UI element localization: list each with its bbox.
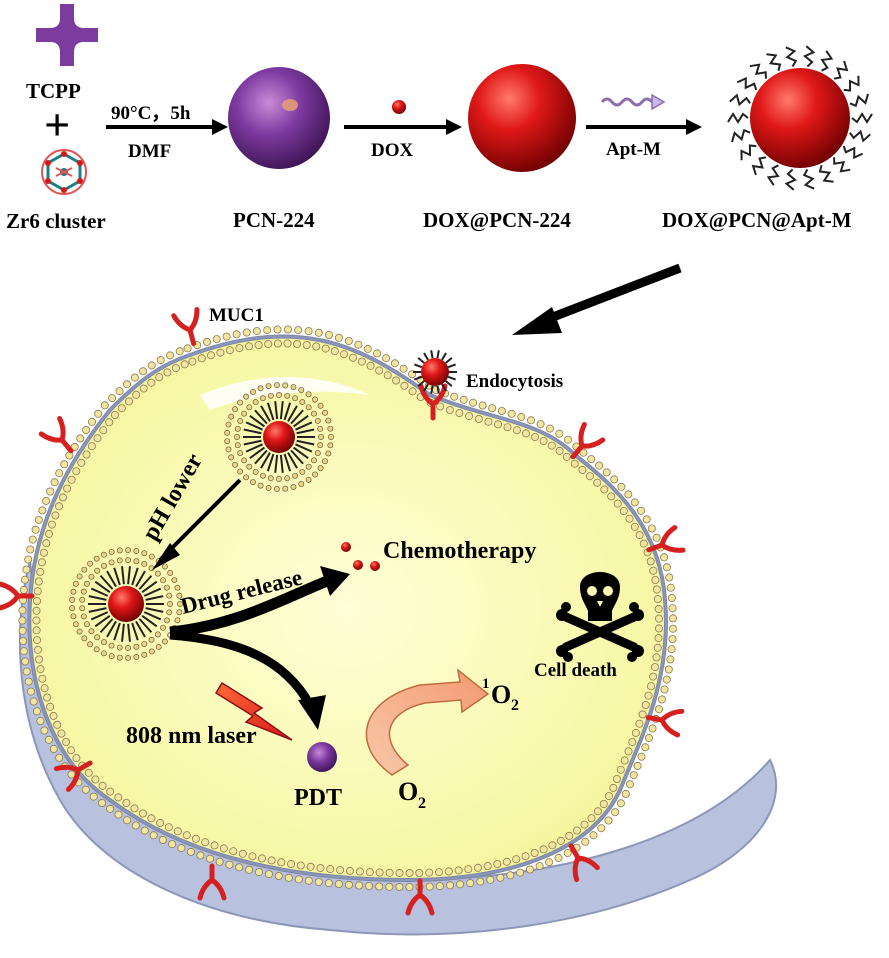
cell-highlight: [200, 376, 370, 410]
singlet-oxygen-arrow: [365, 668, 490, 776]
zr6-label: Zr6 cluster: [6, 209, 106, 233]
dox-pcn-aptm-nanoparticle: [727, 45, 873, 191]
pdt-arrow: [169, 630, 326, 730]
svg-text:2: 2: [511, 697, 519, 714]
reaction-arrow-3: [586, 119, 702, 135]
pcn224-label: PCN-224: [233, 208, 315, 232]
endocytosis-nanoparticle: [413, 350, 457, 394]
dox-drug-dot: [392, 100, 406, 114]
svg-text:O: O: [491, 680, 511, 709]
ph-lower-arrow: [152, 478, 242, 570]
reaction-arrow-1: [106, 119, 228, 135]
svg-text:1: 1: [482, 676, 490, 692]
cell-membrane: [18, 325, 678, 892]
cell-death-label: Cell death: [534, 660, 617, 681]
pcn224-sphere: [228, 67, 330, 169]
aptm-reagent-label: Apt-M: [606, 139, 661, 160]
released-drug-dots: [341, 542, 380, 571]
final-nanoparticle-label: DOX@PCN@Apt-M: [662, 208, 852, 232]
delivery-arrow: [512, 263, 682, 335]
aptamer-icon: [600, 93, 666, 111]
laser-label: 808 nm laser: [126, 723, 257, 749]
laser-bolt-icon: [214, 681, 293, 741]
condition-solvent: DMF: [128, 141, 171, 162]
dox-pcn224-label: DOX@PCN-224: [423, 208, 571, 232]
pdt-label: PDT: [294, 785, 342, 811]
dox-pcn224-sphere: [468, 64, 576, 172]
condition-temp-time: 90°C，5h: [111, 103, 191, 124]
zr6-cluster-icon: [41, 149, 87, 195]
dox-reagent-label: DOX: [371, 140, 414, 161]
muc1-receptors: [0, 307, 686, 916]
pcn224-highlight: [282, 99, 298, 111]
drug-release-arrow: [169, 566, 350, 638]
plus-sign: +: [44, 99, 70, 150]
endocytosis-label: Endocytosis: [466, 371, 563, 392]
tcpp-molecule-icon: [36, 4, 98, 66]
tcpp-label: TCPP: [26, 79, 81, 103]
svg-text:2: 2: [418, 795, 426, 812]
oxygen-label: O 2: [398, 777, 426, 812]
svg-text:O: O: [398, 777, 418, 806]
singlet-oxygen-label: 1 O 2: [482, 676, 519, 714]
skull-crossbones-icon: [556, 572, 644, 662]
internalized-vesicle-upper: [224, 382, 334, 492]
pdt-photosensitizer-particle: [307, 742, 337, 772]
chemotherapy-label: Chemotherapy: [383, 538, 536, 564]
muc1-label: MUC1: [209, 305, 264, 326]
reaction-arrow-2: [344, 119, 462, 135]
